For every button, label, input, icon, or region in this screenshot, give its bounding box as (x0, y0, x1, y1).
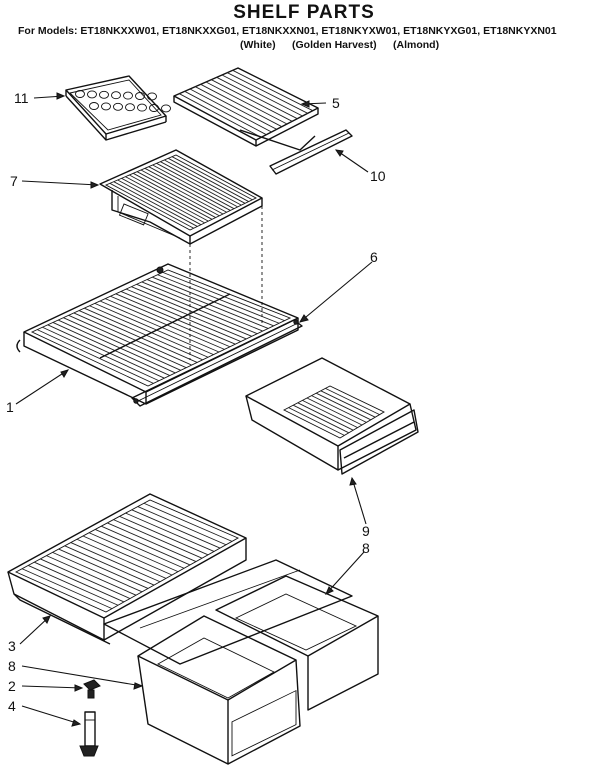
crisper-drawer-right (215, 575, 379, 711)
callout-3: 3 (8, 638, 16, 654)
drawer-cover-strip (103, 559, 353, 665)
callout-6: 6 (370, 249, 378, 265)
crisper-drawer-small (245, 357, 419, 475)
leader-lines (15, 92, 373, 727)
roller-screw (79, 711, 99, 757)
callout-1: 1 (6, 399, 14, 415)
ice-cube-tray (65, 75, 171, 141)
color-golden-harvest-label: (Golden Harvest) (292, 39, 377, 51)
adjustment-knob (83, 679, 101, 699)
callout-8-upper: 8 (362, 540, 370, 556)
color-white-label: (White) (240, 39, 276, 51)
callout-4: 4 (8, 698, 16, 714)
shelf-trim-strip-small (269, 129, 353, 175)
crisper-drawer-left (137, 615, 301, 765)
callout-7: 7 (10, 173, 18, 189)
callout-2: 2 (8, 678, 16, 694)
color-almond-label: (Almond) (393, 39, 440, 51)
model-list: For Models: ET18NKXXW01, ET18NKXXG01, ET… (18, 25, 557, 37)
callout-8-lower: 8 (8, 658, 16, 674)
shelf-bottom (7, 493, 247, 645)
callout-10: 10 (370, 168, 386, 184)
shelf-upper (99, 149, 263, 245)
callout-11: 11 (14, 90, 29, 106)
callout-9: 9 (362, 523, 370, 539)
wire-shelf-small (173, 67, 319, 151)
shelf-main (16, 263, 299, 405)
page-title: SHELF PARTS (233, 2, 375, 23)
shelf-trim-strip-long (131, 319, 303, 407)
callout-5: 5 (332, 95, 340, 111)
